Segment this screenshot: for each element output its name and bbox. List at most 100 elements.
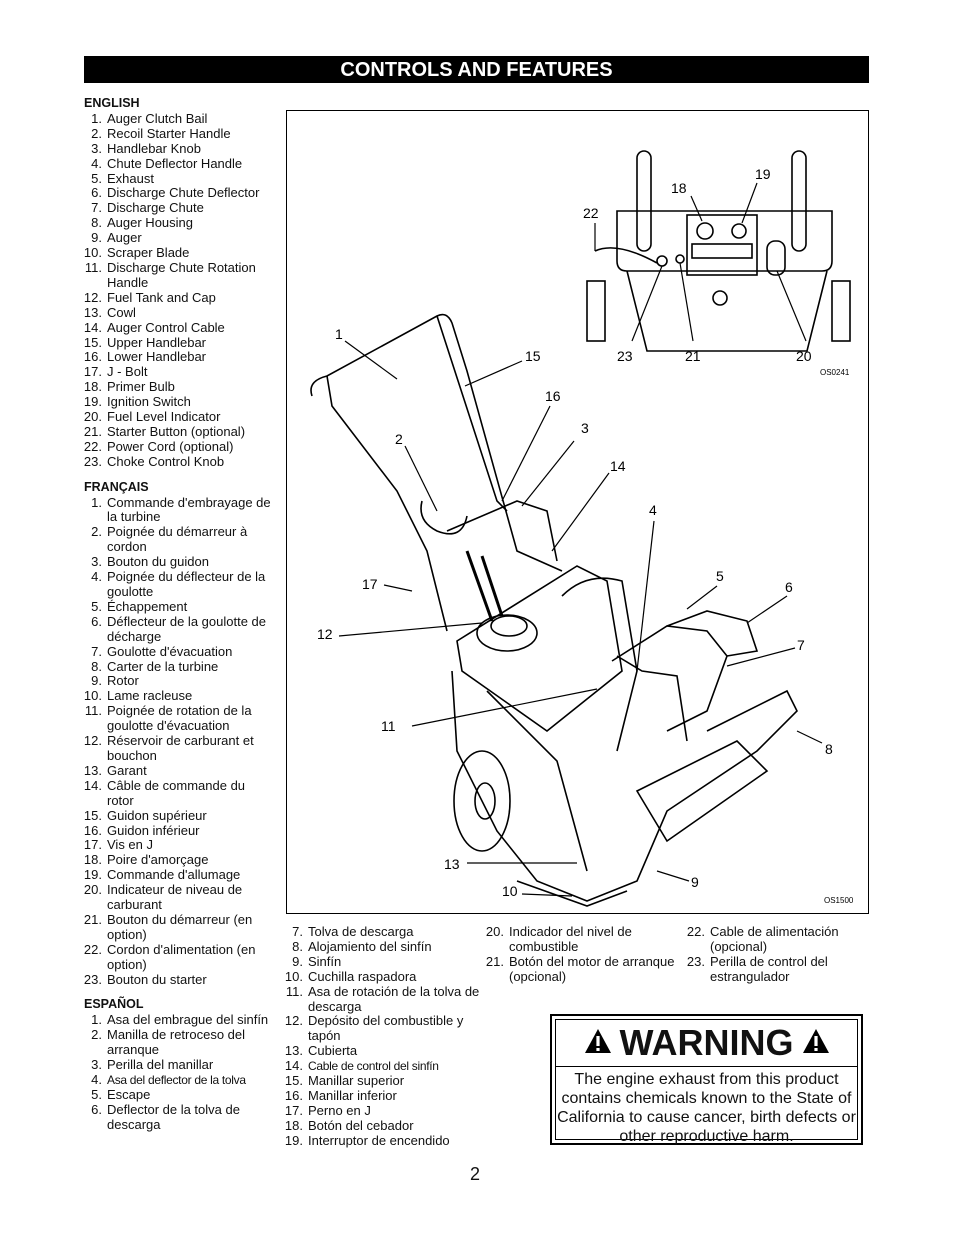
english-heading: ENGLISH bbox=[84, 96, 140, 110]
leader-18 bbox=[690, 195, 703, 222]
item-number: 3. bbox=[91, 1057, 102, 1073]
list-item: 4.Chute Deflector Handle bbox=[84, 156, 274, 172]
item-number: 18. bbox=[83, 852, 102, 868]
item-text: Sinfín bbox=[308, 953, 342, 969]
list-item: 5.Escape bbox=[84, 1087, 274, 1103]
inset-handle-left bbox=[636, 150, 652, 252]
list-item: 23.Perilla de control del estrangulador bbox=[687, 954, 867, 985]
leader-12 bbox=[338, 622, 483, 637]
warning-inner: WARNING The engine exhaust from this pro… bbox=[555, 1019, 858, 1145]
item-text: Upper Handlebar bbox=[107, 334, 207, 350]
warning-triangle-icon bbox=[584, 1029, 611, 1054]
spanish-parts-list-d: 22.Cable de alimentación (opcional)23.Pe… bbox=[687, 924, 867, 985]
french-heading: FRANÇAIS bbox=[84, 479, 149, 494]
fuel-cap-top bbox=[490, 615, 528, 637]
item-text: Guidon inférieur bbox=[107, 822, 200, 838]
item-text: Cowl bbox=[107, 304, 136, 320]
list-item: 21.Botón del motor de arranque (opcional… bbox=[486, 954, 686, 985]
item-text: Botón del cebador bbox=[308, 1117, 414, 1133]
list-item: 1.Commande d'embrayage de la turbine bbox=[84, 495, 274, 526]
item-number: 12. bbox=[83, 733, 102, 749]
item-text: Commande d'allumage bbox=[107, 867, 241, 883]
item-text: Choke Control Knob bbox=[107, 453, 225, 469]
recoil-handle-shape bbox=[420, 500, 468, 535]
item-text: Poignée du démarreur à cordon bbox=[107, 524, 248, 555]
item-number: 13. bbox=[83, 762, 102, 778]
list-item: 3. Perilla del manillar bbox=[84, 1057, 274, 1073]
item-text: Bouton du démarreur (en option) bbox=[107, 911, 253, 942]
callout-23: 23 bbox=[617, 348, 633, 364]
item-text: Vis en J bbox=[107, 837, 154, 853]
item-text: Auger Clutch Bail bbox=[107, 110, 208, 126]
starter-button-shape bbox=[675, 254, 685, 264]
list-item: 10.Cuchilla raspadora bbox=[285, 969, 485, 985]
callout-12: 12 bbox=[317, 626, 333, 642]
item-text: Discharge Chute Rotation Handle bbox=[107, 259, 256, 290]
item-number: 22. bbox=[686, 924, 705, 939]
list-item: 9.Auger bbox=[84, 230, 274, 246]
list-item: 20.Indicador del nivel de combustible bbox=[486, 924, 686, 955]
list-item: 23.Bouton du starter bbox=[84, 972, 274, 988]
fuel-cap-shape bbox=[476, 614, 538, 652]
item-text: Guidon supérieur bbox=[107, 807, 207, 823]
ignition-switch-shape bbox=[731, 223, 747, 239]
callout-17: 17 bbox=[362, 576, 378, 592]
leader-10 bbox=[521, 893, 573, 897]
section-title: CONTROLS AND FEATURES bbox=[84, 56, 869, 83]
callout-19: 19 bbox=[755, 166, 771, 182]
callout-6: 6 bbox=[785, 579, 793, 595]
item-number: 9. bbox=[91, 230, 102, 246]
item-number: 8. bbox=[91, 658, 102, 674]
callout-13: 13 bbox=[444, 856, 460, 872]
list-item: 8.Alojamiento del sinfín bbox=[285, 939, 485, 955]
callout-3: 3 bbox=[581, 420, 589, 436]
list-item: 4.Asa del deflector de la tolva bbox=[84, 1072, 274, 1088]
item-number: 15. bbox=[83, 807, 102, 823]
item-number: 17. bbox=[83, 364, 102, 380]
item-text: Cable de control del sinfín bbox=[308, 1059, 439, 1074]
list-item: 6.Déflecteur de la goulotte de décharge bbox=[84, 614, 274, 645]
item-text: Réservoir de carburant et bouchon bbox=[107, 733, 254, 763]
item-number: 2. bbox=[91, 524, 102, 540]
item-number: 4. bbox=[91, 1072, 102, 1087]
item-number: 2. bbox=[91, 125, 102, 141]
callout-22: 22 bbox=[583, 205, 599, 221]
item-text: Depósito del combustible y tapón bbox=[308, 1013, 464, 1044]
spanish-column-d: 22.Cable de alimentación (opcional)23.Pe… bbox=[687, 924, 867, 985]
leader-5 bbox=[686, 585, 718, 610]
item-text: Handlebar Knob bbox=[107, 140, 201, 156]
item-number: 13. bbox=[83, 304, 102, 320]
item-text: Rotor bbox=[107, 673, 139, 689]
item-text: Perilla del manillar bbox=[107, 1057, 214, 1073]
callout-5: 5 bbox=[716, 568, 724, 584]
item-text: Lower Handlebar bbox=[107, 349, 207, 365]
leader-3 bbox=[521, 440, 575, 507]
item-number: 17. bbox=[284, 1102, 303, 1118]
item-number: 10. bbox=[83, 245, 102, 261]
item-text: Échappement bbox=[107, 598, 188, 614]
callout-1: 1 bbox=[335, 326, 343, 342]
auger-cable-shape-2 bbox=[480, 555, 504, 617]
list-item: 15.Upper Handlebar bbox=[84, 334, 274, 351]
callout-15: 15 bbox=[525, 348, 541, 364]
leader-7 bbox=[726, 647, 796, 667]
item-number: 1. bbox=[91, 110, 102, 126]
item-number: 6. bbox=[91, 613, 102, 629]
item-text: Discharge Chute bbox=[107, 200, 204, 216]
item-text: Indicateur de niveau de carburant bbox=[107, 882, 243, 913]
lower-handlebar-shape bbox=[326, 375, 448, 632]
item-number: 14. bbox=[284, 1058, 303, 1074]
auger-shape bbox=[635, 740, 769, 843]
item-number: 14. bbox=[83, 777, 102, 793]
item-text: Cordon d'alimentation (en option) bbox=[107, 941, 256, 972]
list-item: 8.Carter de la turbine bbox=[84, 659, 274, 675]
leader-21 bbox=[679, 262, 694, 342]
item-text: Poire d'amorçage bbox=[107, 852, 209, 868]
auger-cable-shape bbox=[465, 550, 494, 622]
list-item: 6.Discharge Chute Deflector bbox=[84, 185, 274, 201]
handlebar-side bbox=[436, 315, 508, 512]
item-number: 21. bbox=[83, 423, 102, 439]
item-number: 16. bbox=[83, 822, 102, 838]
list-item: 11.Asa de rotación de la tolva de descar… bbox=[285, 984, 485, 1015]
warning-text: The engine exhaust from this product con… bbox=[557, 1071, 856, 1145]
